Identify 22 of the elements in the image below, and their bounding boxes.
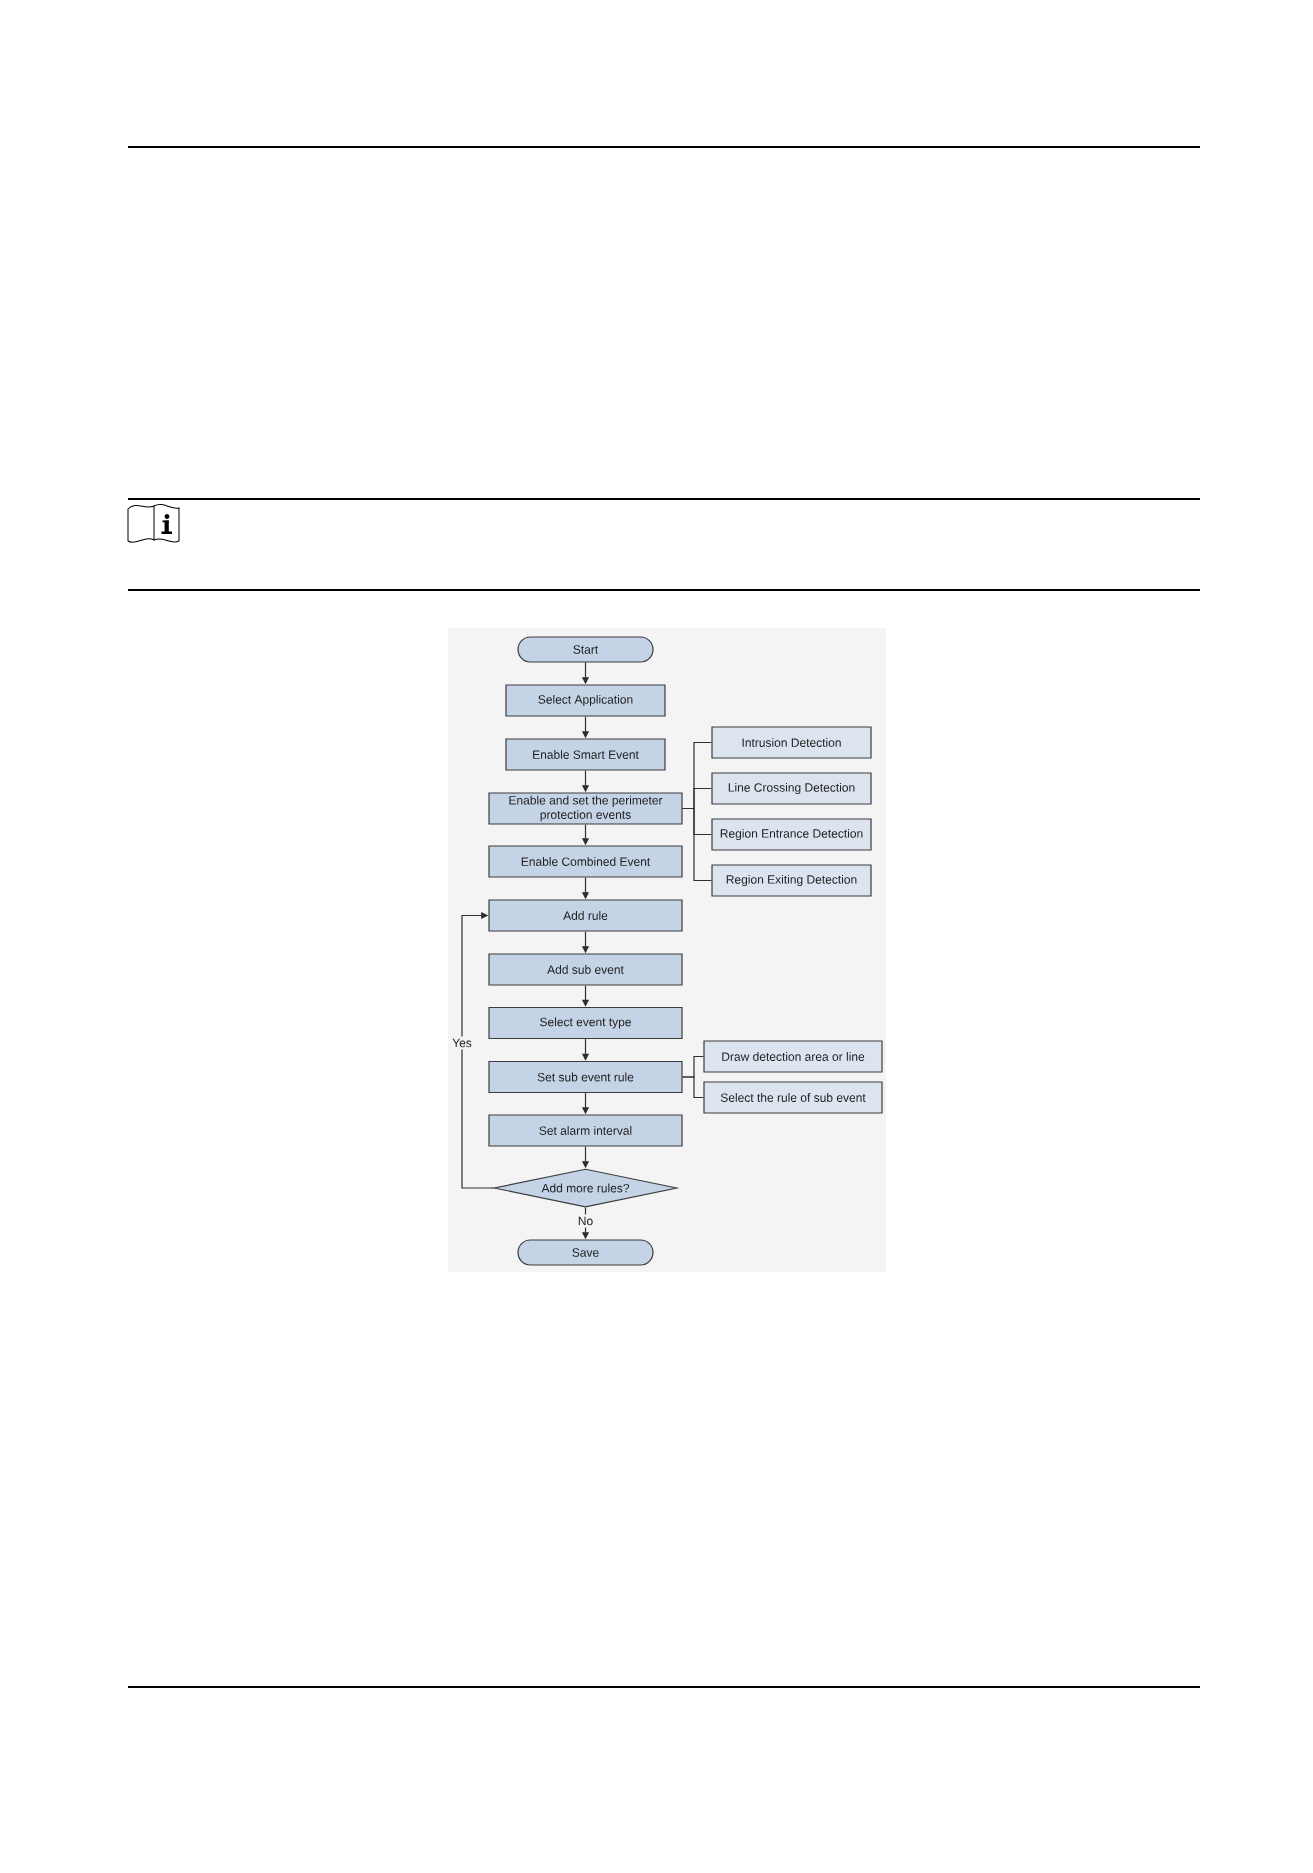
option-box: Select the rule of sub event: [703, 1081, 883, 1114]
terminal-box: Start: [517, 636, 654, 663]
edge-label: No: [575, 1214, 596, 1228]
terminal-box: Save: [517, 1239, 654, 1266]
process-box: Enable Smart Event: [505, 738, 666, 771]
option-box: Intrusion Detection: [711, 726, 872, 759]
process-box: Enable and set the perimeter protection events: [488, 792, 683, 825]
option-box: Line Crossing Detection: [711, 772, 872, 805]
process-box: Enable Combined Event: [488, 845, 683, 878]
option-box: Region Exiting Detection: [711, 864, 872, 897]
process-box: Select event type: [488, 1006, 683, 1040]
connector-line: [682, 1076, 704, 1099]
process-box: Set sub event rule: [488, 1060, 683, 1094]
arrow: [461, 911, 494, 1189]
connector-line: [682, 807, 712, 882]
process-box: Select Application: [505, 684, 666, 717]
option-box: Region Entrance Detection: [711, 818, 872, 851]
process-box: Set alarm interval: [488, 1114, 683, 1147]
process-box: Add sub event: [488, 953, 683, 986]
edge-label: Yes: [449, 1036, 475, 1050]
option-box: Draw detection area or line: [703, 1040, 883, 1073]
process-box: Add rule: [488, 899, 683, 932]
